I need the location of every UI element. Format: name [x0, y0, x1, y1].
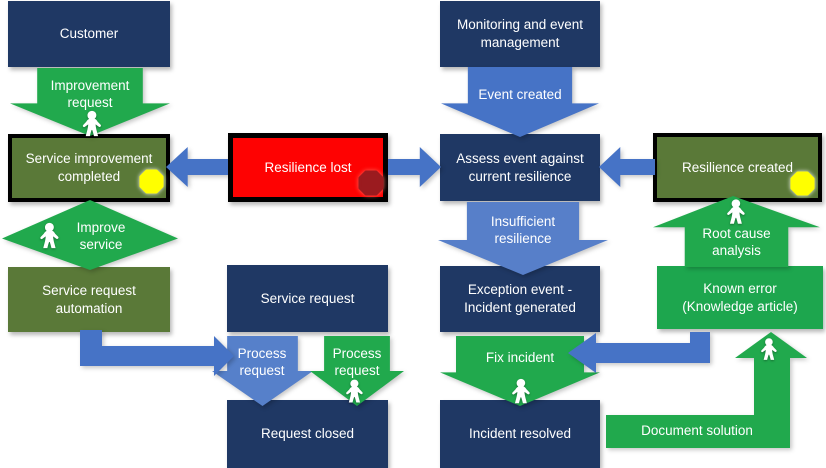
process-request-green-arrow: [310, 336, 404, 406]
monitoring-label: Monitoring and event management: [456, 17, 584, 50]
known-error-box: Known error (Knowledge article): [657, 266, 823, 329]
assess-event-box: Assess event against current resilience: [440, 134, 600, 201]
resilience-lost-label: Resilience lost: [264, 159, 352, 175]
process-request-green-label: Process request: [332, 345, 382, 378]
resilience-created-to-assess-arrow: [599, 147, 655, 187]
resilience-created-label: Resilience created: [681, 159, 794, 175]
improvement-request-label: Improvement request: [50, 77, 130, 110]
red-octagon-icon: [358, 170, 384, 196]
person-icon: [346, 378, 363, 405]
resilience-lost-box: Resilience lost: [228, 133, 388, 202]
known-error-to-fix-connector-arrow: [566, 331, 710, 375]
customer-label: Customer: [59, 26, 119, 42]
person-icon: [512, 378, 530, 405]
request-closed-label: Request closed: [260, 426, 355, 442]
automation-to-process-connector-arrow: [78, 330, 234, 376]
service-improvement-label: Service improvement completed: [25, 151, 153, 184]
improvement-request-arrow: [10, 68, 170, 136]
process-request-blue-arrow: [212, 336, 313, 406]
incident-resolved-label: Incident resolved: [468, 426, 572, 442]
insufficient-resilience-label: Insufficient resilience: [490, 213, 556, 246]
resilience-lost-to-assess-arrow: [388, 147, 441, 187]
yellow-octagon-icon: [139, 169, 164, 194]
known-error-label: Known error (Knowledge article): [682, 280, 798, 314]
service-request-automation-label: Service request automation: [42, 282, 136, 316]
person-icon: [82, 110, 102, 138]
service-request-box: Service request: [227, 265, 388, 332]
improve-service-label: Improve service: [76, 219, 126, 252]
service-request-label: Service request: [260, 290, 355, 306]
root-cause-analysis-arrow: [653, 196, 820, 267]
insufficient-resilience-arrow: [438, 202, 608, 275]
event-created-label: Event created: [478, 87, 562, 103]
root-cause-analysis-label: Root cause analysis: [702, 225, 771, 258]
event-created-arrow: [441, 67, 599, 137]
improve-service-arrow: [2, 200, 178, 270]
process-request-blue-label: Process request: [237, 345, 287, 378]
person-icon: [40, 222, 59, 250]
fix-incident-arrow: [440, 336, 600, 406]
request-closed-box: Request closed: [227, 400, 388, 468]
fix-incident-label: Fix incident: [485, 350, 555, 366]
assess-event-label: Assess event against current resilience: [456, 150, 584, 184]
person-icon: [761, 336, 777, 363]
service-request-automation-box: Service request automation: [8, 267, 170, 332]
person-icon: [727, 198, 745, 226]
resilience-lost-to-improvement-arrow: [166, 147, 228, 187]
document-solution-label: Document solution: [641, 423, 753, 439]
yellow-octagon-icon: [790, 171, 815, 196]
monitoring-box: Monitoring and event management: [440, 1, 600, 67]
customer-box: Customer: [8, 1, 170, 67]
exception-event-label: Exception event - Incident generated: [464, 282, 576, 315]
document-solution-to-known-error-arrow: [606, 332, 807, 448]
incident-resolved-box: Incident resolved: [440, 400, 600, 468]
exception-event-box: Exception event - Incident generated: [440, 266, 600, 332]
